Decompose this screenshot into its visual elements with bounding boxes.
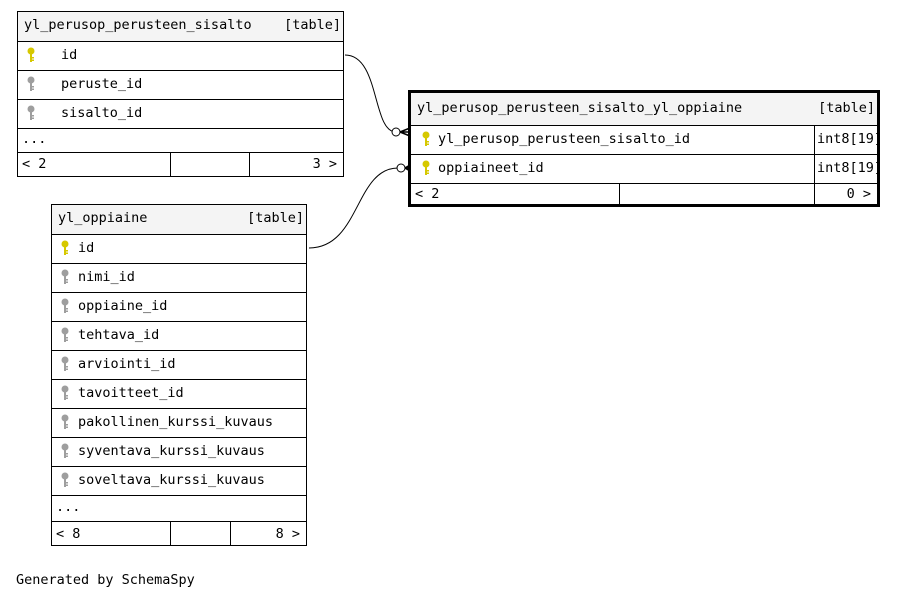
table-type-tag: [table] <box>818 100 875 116</box>
column-row[interactable]: arviointi_id <box>52 350 306 379</box>
column-row[interactable]: tehtava_id <box>52 321 306 350</box>
foreign-key-icon <box>61 327 69 342</box>
table-footer: < 8 8 > <box>52 521 306 545</box>
more-columns-row[interactable]: ... <box>52 495 306 521</box>
column-row[interactable]: oppiaine_id <box>52 292 306 321</box>
child-count[interactable]: 0 > <box>846 186 871 202</box>
column-name: oppiaine_id <box>78 298 168 314</box>
column-row[interactable]: pakollinen_kurssi_kuvaus <box>52 408 306 437</box>
primary-key-icon <box>422 160 430 175</box>
more-columns-ellipsis: ... <box>22 131 47 147</box>
table-header[interactable]: yl_oppiaine [table] <box>52 205 306 234</box>
column-name: yl_perusop_perusteen_sisalto_id <box>438 131 690 147</box>
more-columns-row[interactable]: ... <box>18 128 343 152</box>
column-row[interactable]: syventava_kurssi_kuvaus <box>52 437 306 466</box>
foreign-key-icon <box>61 269 69 284</box>
column-row[interactable]: peruste_id <box>18 70 343 99</box>
primary-key-icon <box>27 47 35 62</box>
parent-count[interactable]: < 8 <box>56 526 81 542</box>
column-row[interactable]: sisalto_id <box>18 99 343 128</box>
column-name: oppiaineet_id <box>438 160 544 176</box>
child-count[interactable]: 3 > <box>312 156 337 172</box>
table-yl-perusop-perusteen-sisalto[interactable]: yl_perusop_perusteen_sisalto [table] id … <box>17 11 344 177</box>
table-type-tag: [table] <box>247 210 304 226</box>
table-name: yl_oppiaine <box>58 210 148 226</box>
table-yl-oppiaine[interactable]: yl_oppiaine [table] id nimi_id oppiaine_… <box>51 204 307 546</box>
column-row[interactable]: yl_perusop_perusteen_sisalto_id int8[19] <box>411 125 882 154</box>
edge-sisalto-optional-marker <box>391 127 401 137</box>
edge-sisalto-to-join <box>344 54 397 133</box>
parent-count[interactable]: < 2 <box>415 186 440 202</box>
table-name: yl_perusop_perusteen_sisalto <box>24 17 252 33</box>
table-header[interactable]: yl_perusop_perusteen_sisalto_yl_oppiaine… <box>411 93 877 125</box>
foreign-key-icon <box>61 298 69 313</box>
generated-by-note: Generated by SchemaSpy <box>16 572 195 588</box>
column-type: int8[19] <box>817 160 883 176</box>
column-row[interactable]: nimi_id <box>52 263 306 292</box>
column-name: id <box>78 240 95 256</box>
column-name: tavoitteet_id <box>78 385 184 401</box>
child-count[interactable]: 8 > <box>275 526 300 542</box>
column-row[interactable]: soveltava_kurssi_kuvaus <box>52 466 306 495</box>
column-name: sisalto_id <box>61 105 143 121</box>
column-name: tehtava_id <box>78 327 160 343</box>
more-columns-ellipsis: ... <box>56 499 81 515</box>
foreign-key-icon <box>61 385 69 400</box>
column-name: syventava_kurssi_kuvaus <box>78 443 265 459</box>
edge-oppiaine-optional-marker <box>396 163 406 173</box>
table-header[interactable]: yl_perusop_perusteen_sisalto [table] <box>18 12 343 41</box>
edge-oppiaine-to-join <box>308 167 399 249</box>
foreign-key-icon <box>61 472 69 487</box>
column-name: pakollinen_kurssi_kuvaus <box>78 414 274 430</box>
primary-key-icon <box>422 131 430 146</box>
column-name: id <box>61 47 78 63</box>
column-name: peruste_id <box>61 76 143 92</box>
column-name: arviointi_id <box>78 356 176 372</box>
column-row[interactable]: id <box>18 41 343 70</box>
column-name: nimi_id <box>78 269 135 285</box>
foreign-key-icon <box>61 356 69 371</box>
foreign-key-icon <box>61 414 69 429</box>
parent-count[interactable]: < 2 <box>22 156 47 172</box>
table-name: yl_perusop_perusteen_sisalto_yl_oppiaine <box>417 100 743 116</box>
foreign-key-icon <box>27 76 35 91</box>
table-type-tag: [table] <box>284 17 341 33</box>
table-footer: < 2 3 > <box>18 152 343 176</box>
column-name: soveltava_kurssi_kuvaus <box>78 472 265 488</box>
table-footer: < 2 0 > <box>411 183 877 204</box>
primary-key-icon <box>61 240 69 255</box>
foreign-key-icon <box>61 443 69 458</box>
table-yl-perusop-perusteen-sisalto-yl-oppiaine[interactable]: yl_perusop_perusteen_sisalto_yl_oppiaine… <box>408 90 882 207</box>
column-row[interactable]: id <box>52 234 306 263</box>
column-type: int8[19] <box>817 131 883 147</box>
column-row[interactable]: oppiaineet_id int8[19] <box>411 154 882 183</box>
foreign-key-icon <box>27 105 35 120</box>
column-row[interactable]: tavoitteet_id <box>52 379 306 408</box>
